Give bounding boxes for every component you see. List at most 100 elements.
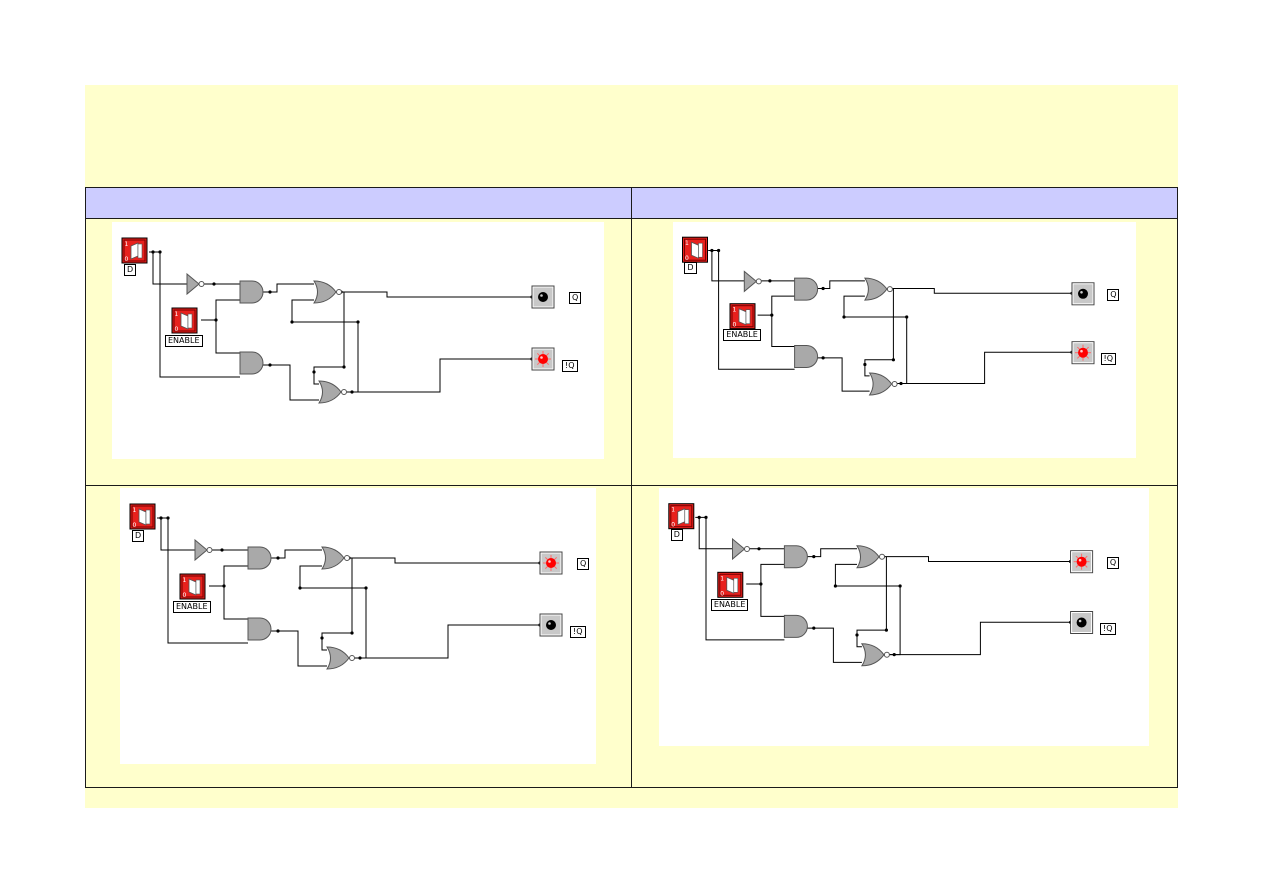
- nq-label: !Q: [1100, 623, 1116, 636]
- wire: [698, 517, 733, 550]
- wire: [262, 364, 319, 401]
- junction-dot: [697, 515, 701, 519]
- junction-dot: [821, 286, 825, 291]
- wire: [299, 565, 367, 659]
- nor-gate: [863, 277, 893, 301]
- wire: [321, 558, 353, 651]
- junction-dot: [158, 250, 162, 254]
- circuit-table: [85, 187, 1178, 788]
- junction-dot: [276, 629, 280, 633]
- d-label: D: [124, 264, 137, 276]
- wire: [843, 295, 908, 384]
- svg-text:0: 0: [733, 322, 737, 329]
- wire: [895, 351, 1072, 384]
- d-label: D: [132, 530, 145, 542]
- d-label: D: [670, 529, 683, 542]
- junction-dot: [290, 320, 294, 324]
- nor-gate: [868, 372, 898, 396]
- not-gate: [194, 538, 213, 562]
- junction-dot: [863, 362, 867, 367]
- junction-dot: [812, 626, 816, 630]
- nor-gate: [321, 546, 350, 570]
- enable-label: ENABLE: [710, 598, 749, 611]
- wire: [757, 295, 795, 316]
- enable-switch: 10: [171, 307, 198, 334]
- wire: [856, 556, 887, 648]
- junction-dot: [350, 631, 354, 635]
- q-label: Q: [577, 558, 590, 570]
- junction-dot: [770, 313, 774, 317]
- junction-dot: [151, 250, 155, 254]
- svg-text:1: 1: [125, 241, 129, 248]
- svg-text:1: 1: [133, 507, 137, 514]
- wire: [834, 563, 901, 656]
- and-gate: [794, 345, 819, 368]
- q-led-indicator: [531, 285, 555, 309]
- and-gate: [794, 277, 819, 301]
- row-divider: [86, 485, 1177, 486]
- d-label: D: [684, 261, 697, 274]
- junction-dot: [898, 584, 902, 588]
- q-label: Q: [569, 292, 582, 304]
- junction-dot: [276, 556, 280, 560]
- nq-label: !Q: [1100, 353, 1117, 366]
- and-gate: [239, 280, 264, 304]
- wire: [201, 299, 240, 321]
- wire: [270, 630, 327, 667]
- nq-led-indicator: [1070, 611, 1094, 634]
- junction-dot: [312, 370, 316, 374]
- and-gate: [239, 351, 264, 375]
- svg-text:0: 0: [685, 255, 689, 262]
- q-label: Q: [1106, 556, 1120, 569]
- nor-gate: [860, 643, 890, 667]
- and-gate: [783, 545, 808, 569]
- wire: [864, 288, 894, 377]
- svg-text:1: 1: [685, 240, 689, 247]
- junction-dot: [350, 390, 354, 394]
- junction-dot: [159, 516, 163, 520]
- junction-dot: [717, 248, 721, 253]
- nor-gate: [856, 545, 885, 569]
- nor-gate: [318, 380, 347, 404]
- wire: [160, 518, 195, 551]
- junction-dot: [833, 584, 837, 588]
- q-led-indicator: [1071, 282, 1095, 306]
- svg-text:0: 0: [183, 592, 187, 599]
- junction-dot: [812, 555, 816, 559]
- junction-dot: [768, 279, 772, 283]
- svg-text:1: 1: [733, 307, 737, 314]
- junction-dot: [268, 363, 272, 367]
- table-header-left: [86, 188, 631, 219]
- junction-dot: [342, 365, 346, 369]
- junction-dot: [710, 248, 714, 253]
- wire: [215, 320, 240, 354]
- junction-dot: [759, 582, 763, 586]
- enable-switch: 10: [729, 303, 756, 330]
- nq-led-indicator: [539, 613, 563, 637]
- junction-dot: [212, 282, 216, 286]
- junction-dot: [356, 320, 360, 324]
- wire: [209, 565, 248, 587]
- d-switch: 10: [121, 237, 148, 264]
- q-led-indicator: [1070, 550, 1094, 574]
- wire: [771, 315, 795, 347]
- junction-dot: [757, 547, 761, 551]
- q-led-indicator: [539, 551, 563, 575]
- nor-gate: [326, 646, 355, 670]
- not-gate: [732, 537, 750, 561]
- junction-dot: [298, 586, 302, 590]
- wire: [223, 586, 248, 620]
- wire: [341, 291, 532, 298]
- enable-label: ENABLE: [723, 329, 761, 342]
- nq-label: !Q: [570, 626, 586, 638]
- enable-switch: 10: [179, 573, 206, 600]
- svg-text:0: 0: [125, 256, 129, 263]
- d-switch: 10: [682, 236, 708, 263]
- nq-led-indicator: [531, 347, 555, 371]
- junction-dot: [320, 636, 324, 640]
